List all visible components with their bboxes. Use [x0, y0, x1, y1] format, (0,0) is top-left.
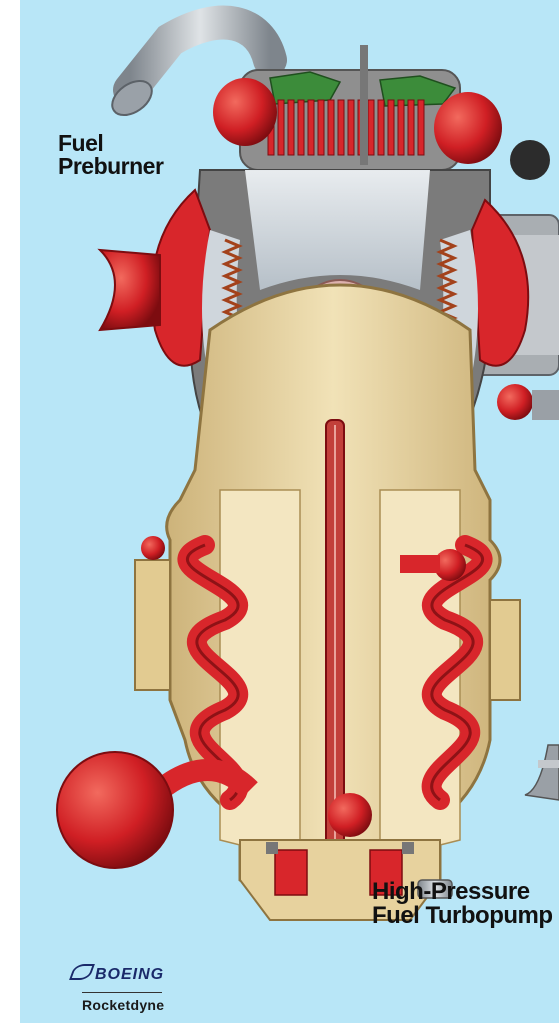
- turbopump-label-line1: High-Pressure: [372, 880, 553, 904]
- fuel-preburner-label: Fuel Preburner: [58, 132, 163, 178]
- boeing-logo: BOEING: [72, 964, 164, 984]
- diagram-canvas: Fuel Preburner High-Pressure Fuel Turbop…: [20, 0, 559, 1023]
- boeing-logo-text: BOEING: [95, 966, 164, 983]
- boeing-swoosh-icon: [69, 964, 95, 980]
- fuel-preburner-label-line1: Fuel: [58, 132, 163, 155]
- nozzle-fragment: [525, 745, 559, 800]
- turbopump-label-line2: Fuel Turbopump: [372, 904, 553, 928]
- rocketdyne-logo: Rocketdyne: [82, 997, 164, 1013]
- logo-divider: [82, 992, 162, 993]
- fuel-preburner-label-line2: Preburner: [58, 155, 163, 178]
- turbopump-label: High-Pressure Fuel Turbopump: [372, 880, 553, 928]
